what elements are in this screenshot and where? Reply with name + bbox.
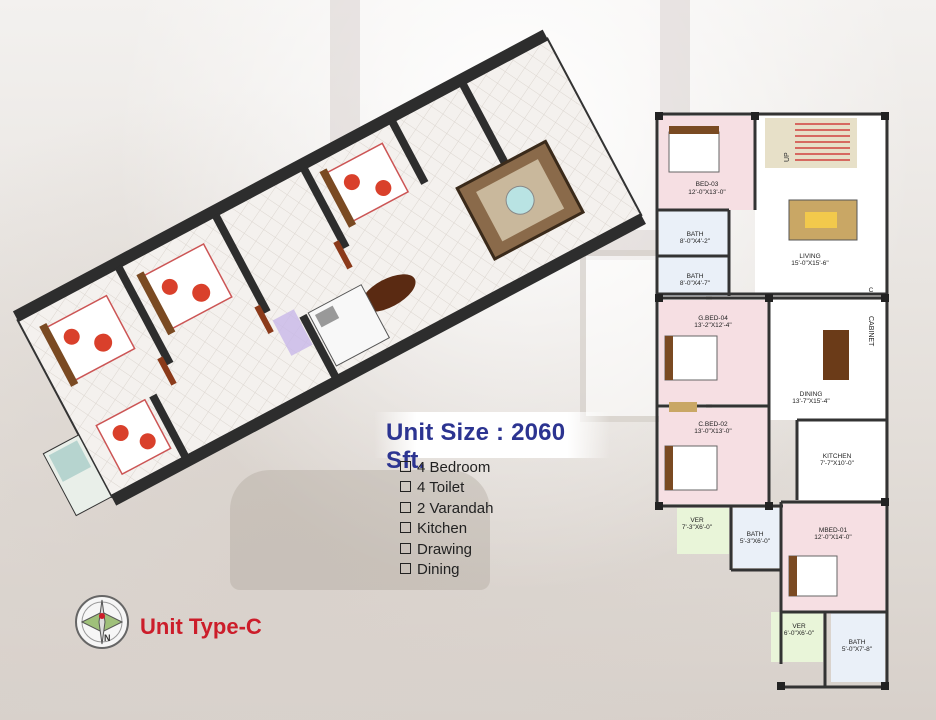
- room-label: BATH: [747, 531, 764, 538]
- room-label: BATH: [687, 231, 704, 238]
- bed-4: [95, 398, 172, 476]
- room-label: G.BED-04: [698, 315, 728, 322]
- compass-north-label: N: [104, 633, 111, 643]
- bed-1: [39, 294, 136, 387]
- room-label: BED-03: [696, 181, 719, 188]
- room-label: BATH: [849, 639, 866, 646]
- checkbox-icon: [400, 542, 411, 554]
- room-label: VER: [792, 623, 806, 630]
- room-size: 7'-7"X10'-0": [820, 460, 855, 467]
- unit-size-banner: Unit Size : 2060 Sft.: [374, 412, 610, 474]
- room-size: 15'-0"X15'-6": [791, 260, 829, 267]
- room-size: 5'-3"X6'-0": [740, 538, 771, 545]
- floor-plan-2d: UP: [655, 112, 889, 690]
- background-sofa: [230, 470, 490, 590]
- room-label: KITCHEN: [823, 453, 852, 460]
- plan-furniture: [664, 126, 858, 597]
- room-size: 5'-0"X7'-8": [842, 646, 873, 653]
- room-size: 13'-7"X15'-4": [792, 398, 830, 405]
- feature-item: 4 Bedroom: [400, 458, 493, 478]
- room-size: 8'-0"X4'-7": [680, 280, 711, 287]
- feature-list: 4 Bedroom 4 Toilet 2 Varandah Kitchen Dr…: [400, 458, 493, 580]
- checkbox-icon: [400, 501, 411, 513]
- door-label: C: [869, 287, 874, 294]
- room-size: 12'-0"X13'-0": [688, 189, 726, 196]
- unit-size-heading: Unit Size : 2060 Sft.: [386, 419, 566, 474]
- room-size: 13'-0"X13'-0": [694, 428, 732, 435]
- feature-item: 2 Varandah: [400, 499, 493, 519]
- feature-item: 4 Toilet: [400, 478, 493, 498]
- room-label: MBED-01: [819, 527, 848, 534]
- feature-item: Drawing: [400, 540, 493, 560]
- room-label: BATH: [687, 273, 704, 280]
- stair-up-label: UP: [784, 152, 791, 162]
- room-size: 8'-0"X4'-2": [680, 238, 711, 245]
- room-size: 6'-0"X6'-0": [784, 630, 815, 637]
- compass-icon: N: [75, 595, 129, 649]
- bed-2: [136, 242, 233, 336]
- room-size: 13'-2"X12'-4": [694, 322, 732, 329]
- room-label: DINING: [800, 391, 823, 398]
- unit-type-label: Unit Type-C: [140, 614, 262, 639]
- bed-3: [319, 142, 410, 228]
- room-label: LIVING: [799, 253, 820, 260]
- checkbox-icon: [400, 522, 411, 534]
- room-size: 12'-0"X14'-0": [814, 534, 852, 541]
- checkbox-icon: [400, 562, 411, 574]
- checkbox-icon: [400, 481, 411, 493]
- checkbox-icon: [400, 461, 411, 472]
- cabinet-label: CABINET: [867, 316, 874, 347]
- feature-item: Dining: [400, 560, 493, 580]
- room-label: C.BED-02: [698, 421, 728, 428]
- isometric-floor-plan: [12, 29, 646, 517]
- room-label: VER: [690, 517, 704, 524]
- feature-item: Kitchen: [400, 519, 493, 539]
- room-size: 7'-3"X6'-0": [682, 524, 713, 531]
